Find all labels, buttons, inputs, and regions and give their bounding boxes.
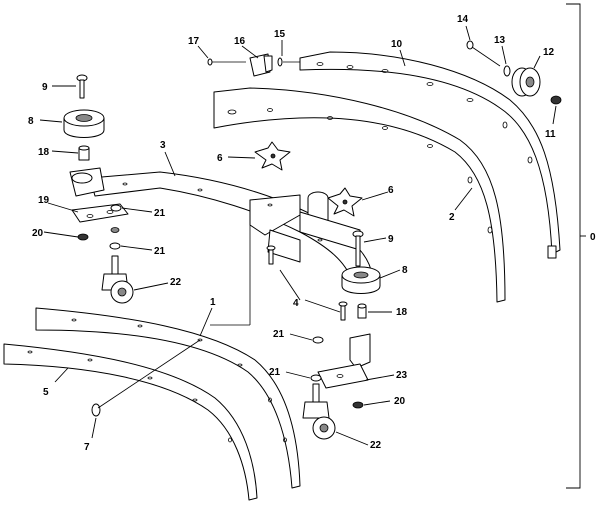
right-nut-20 <box>352 401 364 409</box>
callout-21-d: 21 <box>269 367 281 378</box>
callout-2: 2 <box>449 212 455 223</box>
roller-12 <box>511 67 541 97</box>
right-nuts-21 <box>310 336 324 382</box>
left-spacer-18 <box>78 145 90 161</box>
left-nut-20 <box>77 233 89 241</box>
callout-1: 1 <box>210 297 216 308</box>
knob-left <box>254 141 291 171</box>
callout-9-right: 9 <box>388 234 394 245</box>
callout-3: 3 <box>160 140 166 151</box>
assembly-bracket: 0 <box>566 3 596 489</box>
callout-labels: 1 2 3 4 5 6 6 7 8 8 9 9 10 11 12 13 14 1… <box>28 14 556 453</box>
bolt-4a <box>266 245 276 265</box>
callout-9-left: 9 <box>42 82 48 93</box>
callout-6-right: 6 <box>388 185 394 196</box>
callout-15: 15 <box>274 29 286 40</box>
right-bolt-9 <box>352 230 364 267</box>
callout-22-right: 22 <box>370 440 382 451</box>
callout-22-left: 22 <box>170 277 182 288</box>
left-nuts-21 <box>109 204 122 250</box>
left-caster-22 <box>101 255 134 304</box>
callout-21-b: 21 <box>154 246 166 257</box>
callout-11: 11 <box>545 129 556 140</box>
screw-17 <box>207 58 246 66</box>
washer-15 <box>277 57 300 67</box>
callout-6-left: 6 <box>217 153 223 164</box>
callout-16: 16 <box>234 36 246 47</box>
bolt-14 <box>466 40 501 67</box>
callout-5: 5 <box>43 387 49 398</box>
callout-20-right: 20 <box>394 396 406 407</box>
bracket-16 <box>249 53 273 77</box>
front-blade-5 <box>3 343 258 501</box>
callout-18-left: 18 <box>38 147 50 158</box>
callout-19: 19 <box>38 195 50 206</box>
front-blade-1 <box>35 307 301 489</box>
left-roller-8 <box>63 109 105 138</box>
callout-10: 10 <box>391 39 403 50</box>
callout-7: 7 <box>84 442 90 453</box>
washer-13 <box>503 65 511 77</box>
callout-23: 23 <box>396 370 408 381</box>
callout-8-left: 8 <box>28 116 34 127</box>
callout-8-right: 8 <box>402 265 408 276</box>
right-roller-8 <box>341 266 381 294</box>
callout-20-left: 20 <box>32 228 44 239</box>
callout-18-right: 18 <box>396 307 408 318</box>
pin-7 <box>91 339 201 417</box>
left-bolt-9 <box>76 74 88 99</box>
callout-14: 14 <box>457 14 469 25</box>
callout-13: 13 <box>494 35 506 46</box>
callout-leaders <box>39 25 557 446</box>
assembly-number: 0 <box>590 232 596 243</box>
rear-blade-upper <box>299 51 561 259</box>
right-spacer-18 <box>357 303 367 319</box>
knob-right <box>327 187 363 217</box>
bolt-4b <box>338 301 348 321</box>
rear-blade <box>213 87 506 303</box>
callout-21-a: 21 <box>154 208 166 219</box>
squeegee-frame <box>69 167 373 326</box>
right-caster-22 <box>302 383 336 440</box>
callout-17: 17 <box>188 36 200 47</box>
callout-21-c: 21 <box>273 329 285 340</box>
callout-12: 12 <box>543 47 555 58</box>
nut-11 <box>550 95 562 105</box>
callout-4: 4 <box>293 298 299 309</box>
right-mount-23 <box>317 333 371 389</box>
